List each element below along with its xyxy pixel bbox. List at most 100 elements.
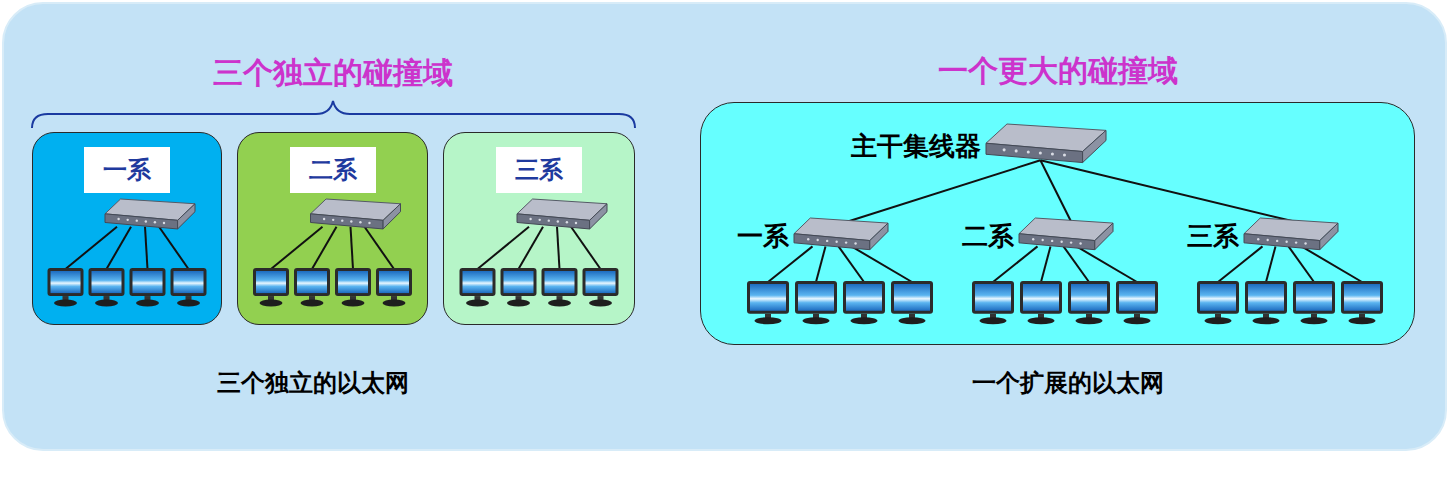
monitor (170, 268, 206, 307)
hub-port (1041, 239, 1043, 241)
group-heading: 三个独立的碰撞域 (213, 53, 453, 94)
hub-port (538, 218, 540, 220)
hub-port (368, 221, 370, 223)
wire (571, 226, 601, 268)
hub-side (1095, 223, 1113, 250)
hub-side (177, 203, 194, 228)
wire (851, 246, 912, 282)
hub-link (846, 160, 1040, 222)
hub-port (153, 221, 155, 223)
hub-port (350, 220, 352, 222)
hub-port (322, 217, 324, 219)
wire (518, 226, 543, 268)
background-panel (3, 3, 1446, 450)
hub-front (1244, 234, 1320, 250)
wire (350, 226, 353, 268)
wire (768, 246, 813, 282)
wire (557, 226, 560, 268)
monitor (541, 268, 577, 307)
monitor (88, 268, 124, 307)
wire (1266, 246, 1276, 282)
hub-front (105, 213, 178, 228)
hub-port (144, 220, 146, 222)
hub-port (1027, 150, 1030, 153)
department-region: 一系 (32, 132, 222, 325)
hub-port (529, 217, 531, 219)
hub-label: 三系 (1187, 220, 1239, 252)
hub-front (310, 213, 383, 228)
hub-front (986, 143, 1083, 162)
wire (145, 226, 148, 268)
monitor (500, 268, 536, 307)
monitor (843, 281, 885, 324)
monitor (376, 268, 412, 307)
monitor (335, 268, 371, 307)
hub-icon (517, 199, 607, 229)
hub-port (1257, 238, 1259, 240)
hub-port (331, 218, 333, 220)
panel-heading: 一个更大的碰撞域 (938, 53, 1178, 89)
hub-label: 一系 (737, 220, 789, 252)
wire (1041, 246, 1051, 282)
hub-node: 三系 (1243, 217, 1339, 255)
hub-port (1063, 154, 1066, 157)
department-region: 三系 (443, 132, 635, 325)
wire (993, 246, 1038, 282)
hub-port (135, 219, 137, 221)
hub-side (1083, 130, 1106, 162)
hub-side (383, 203, 400, 228)
hub-port (117, 217, 119, 219)
hub-node: 主干集线器 (985, 123, 1107, 169)
hub-icon (1243, 217, 1339, 255)
hub-port (126, 218, 128, 220)
hub-port (1079, 242, 1081, 244)
monitor (972, 281, 1014, 324)
wire (106, 226, 131, 268)
hub-port (162, 221, 164, 223)
hub-port (1304, 242, 1306, 244)
hub-port (1032, 238, 1034, 240)
hub-port (1070, 241, 1072, 243)
department-label: 二系 (290, 147, 376, 193)
monitor (459, 268, 495, 307)
hub-port (1060, 241, 1062, 243)
monitor (747, 281, 789, 324)
monitor (47, 268, 83, 307)
collision-domain-panel: 一个更大的碰撞域主干集线器一系二系三系 (700, 102, 1415, 345)
wire (159, 226, 189, 268)
monitor (891, 281, 933, 324)
hub-port (1015, 149, 1018, 152)
hub-front (517, 213, 590, 228)
hub-side (870, 223, 888, 250)
hub-link (1040, 160, 1296, 222)
hub-label: 二系 (962, 220, 1014, 252)
hub-port (1266, 239, 1268, 241)
hub-node: 二系 (1018, 217, 1114, 255)
hub-port (341, 219, 343, 221)
hub-port (854, 242, 856, 244)
monitor (1068, 281, 1110, 324)
wire (816, 246, 826, 282)
hub-port (574, 221, 576, 223)
hub-icon (793, 217, 889, 255)
wire (312, 226, 337, 268)
department-region: 二系 (237, 132, 428, 325)
hub-label: 主干集线器 (851, 130, 981, 162)
department-label: 一系 (84, 147, 170, 193)
hub-port (565, 221, 567, 223)
monitor (582, 268, 618, 307)
monitor (1020, 281, 1062, 324)
monitor (1116, 281, 1158, 324)
hub-port (1295, 241, 1297, 243)
hub-side (1320, 223, 1338, 250)
wire (1301, 246, 1362, 282)
hub-icon (985, 123, 1107, 169)
hub-port (1051, 240, 1053, 242)
monitor (129, 268, 165, 307)
hub-icon (310, 199, 400, 229)
hub-node: 一系 (793, 217, 889, 255)
hub-link (1040, 160, 1071, 222)
wire (1076, 246, 1137, 282)
hub-port (556, 220, 558, 222)
monitor (795, 281, 837, 324)
